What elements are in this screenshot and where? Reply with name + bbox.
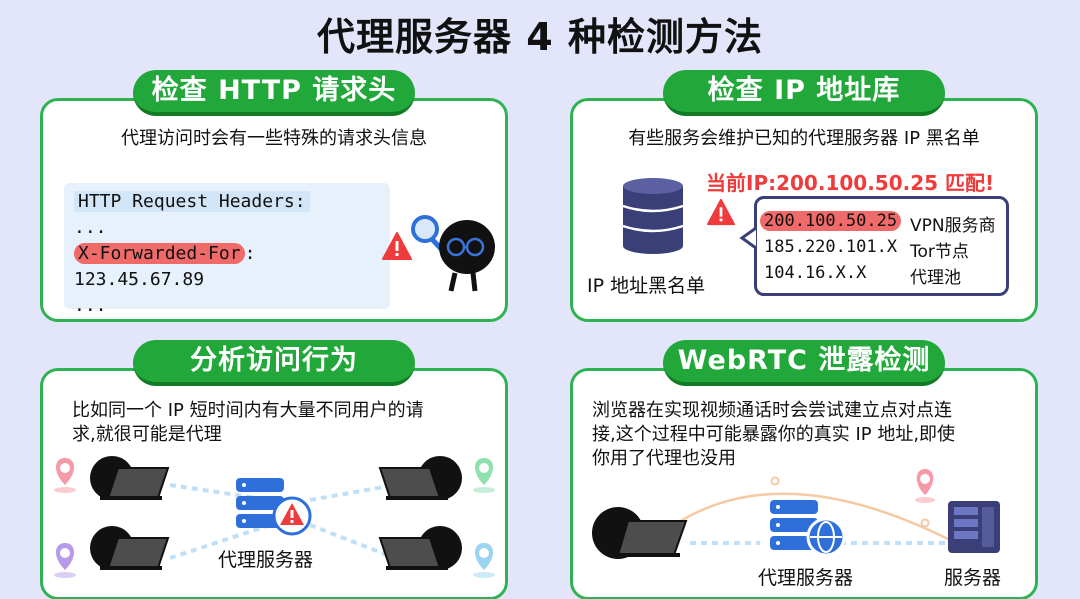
panel-behavior-desc-1: 比如同一个 IP 短时间内有大量不同用户的请 [72, 400, 424, 421]
character-avatar [592, 507, 688, 559]
warning-icon [272, 496, 312, 536]
table-row: 200.100.50.25 [760, 211, 902, 231]
database-icon [622, 178, 684, 254]
http-headers-code: HTTP Request Headers: ... X-Forwarded-Fo… [64, 183, 390, 316]
panel-ip-database-title: 检查 IP 地址库 [663, 70, 945, 116]
panel-webrtc [570, 368, 1038, 599]
match-alert: 当前IP:200.100.50.25 匹配! [706, 171, 995, 195]
location-pin-icon [473, 543, 495, 578]
location-pin-icon [54, 458, 76, 493]
panel-behavior-desc-2: 求,就很可能是代理 [72, 424, 222, 445]
character-avatar [90, 456, 170, 500]
panel-http-headers-title: 检查 HTTP 请求头 [133, 70, 415, 116]
server-label: 服务器 [944, 567, 1002, 589]
server-icon [236, 478, 284, 528]
location-pin-icon [473, 458, 495, 493]
callout-pointer [739, 226, 757, 250]
table-row: 185.220.101.X [764, 237, 898, 257]
proxy-server-label: 代理服务器 [758, 567, 854, 589]
character-avatar [90, 526, 170, 570]
warning-icon [382, 232, 412, 260]
code-line-xff-value: : 123.45.67.89 [74, 243, 256, 290]
panel-webrtc-desc-2: 接,这个过程中可能暴露你的真实 IP 地址,即使 [592, 424, 956, 445]
code-line-ellipsis-2: ... [74, 295, 107, 316]
panel-behavior-title: 分析访问行为 [133, 340, 415, 386]
globe-icon [806, 517, 846, 557]
panel-webrtc-desc-3: 你用了代理也没用 [592, 448, 736, 469]
character-avatar [378, 456, 462, 500]
character-avatar [411, 215, 495, 292]
server-icon [770, 500, 818, 550]
code-line-xff-key: X-Forwarded-For [74, 243, 245, 264]
table-row: VPN服务商 [910, 216, 996, 236]
page-title: 代理服务器 4 种检测方法 [317, 15, 763, 59]
database-label: IP 地址黑名单 [587, 275, 706, 297]
warning-icon [707, 198, 735, 226]
location-pin-icon [54, 543, 76, 578]
network-diagram [54, 456, 495, 578]
proxy-server-label: 代理服务器 [218, 549, 314, 571]
table-row: 代理池 [910, 268, 961, 288]
code-line-ellipsis-1: ... [74, 217, 107, 238]
code-line-header: HTTP Request Headers: [74, 191, 310, 212]
panel-webrtc-desc-1: 浏览器在实现视频通话时会尝试建立点对点连 [592, 400, 952, 421]
webrtc-diagram [592, 469, 1000, 559]
panel-ip-database-desc: 有些服务会维护已知的代理服务器 IP 黑名单 [628, 128, 980, 149]
server-icon [948, 501, 1000, 553]
character-avatar [378, 526, 462, 570]
table-row: Tor节点 [910, 242, 969, 262]
panel-webrtc-title: WebRTC 泄露检测 [663, 340, 945, 386]
table-row: 104.16.X.X [764, 263, 867, 283]
panel-http-headers-desc: 代理访问时会有一些特殊的请求头信息 [121, 128, 427, 149]
location-pin-icon [915, 469, 935, 503]
